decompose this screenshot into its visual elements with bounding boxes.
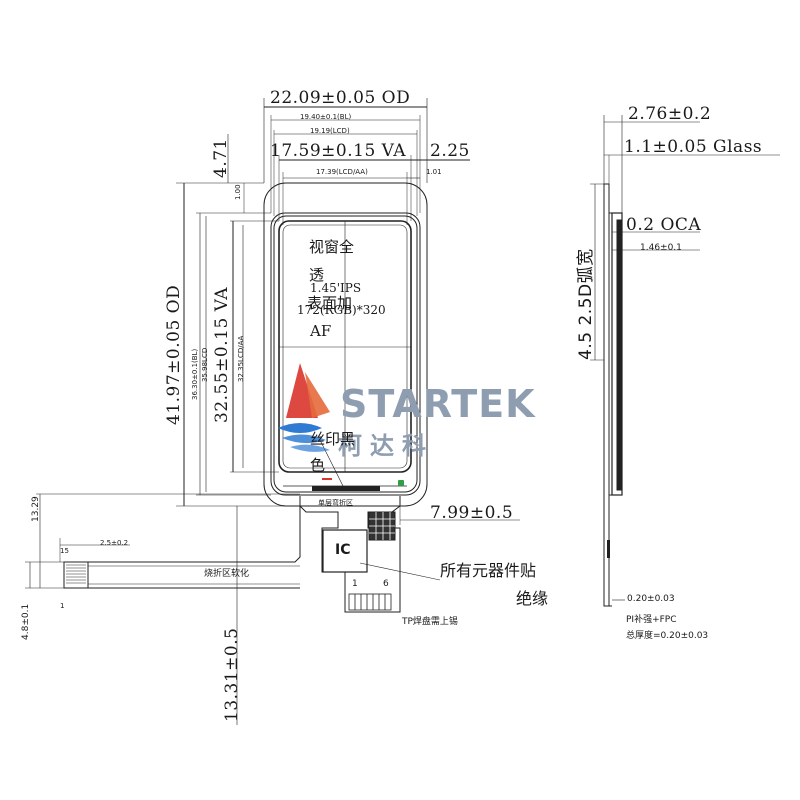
va-height-dim: 32.55±0.15 VA [212, 286, 232, 423]
glass-thickness-dim: 1.1±0.05 Glass [624, 137, 763, 157]
window-note-line3: 表面加 [307, 294, 353, 312]
small-offset-dim: 1.01 [426, 168, 442, 176]
total-thickness-dim: 2.76±0.2 [628, 104, 712, 124]
brand-cn-name: 柯达科 [338, 432, 434, 460]
window-note-line2: 透 [309, 266, 325, 284]
flex-bend-zone: 烧折区软化 [204, 569, 250, 579]
flex-cable [87, 506, 301, 589]
component-note-line2: 绝缘 [516, 589, 549, 608]
tp-note: TP焊盘需上锡 [402, 617, 458, 627]
bonding-strip [312, 486, 380, 491]
pin-1-label: 1 [60, 602, 65, 610]
top-margin-dim: 4.71 [211, 138, 231, 178]
outer-glass-outline [263, 182, 428, 507]
oca-thickness-dim: 0.2 OCA [626, 215, 702, 235]
window-note-line4: AF [310, 322, 332, 340]
lcd-height-dim: 35.98LCD [201, 347, 209, 382]
side-lcd-module [611, 212, 623, 496]
pi-fpc-note: PI补强+FPC [626, 615, 677, 625]
silk-note-line1: 丝印黑 [310, 430, 356, 448]
module-thickness-dim: 1.46±0.1 [640, 243, 682, 253]
connector-width-dim: 4.8±0.1 [21, 603, 31, 640]
connector-pads [63, 561, 89, 589]
ic-label: IC [335, 542, 351, 558]
arc-width-dim: 4.5 2.5D弧宽 [576, 248, 596, 360]
tp-pads [348, 593, 392, 611]
fpc-left-height-dim: 13.29 [31, 496, 41, 522]
aa-height-dim: 32.35LCD/AA [237, 335, 245, 382]
single-fold-zone: 单层弯折区 [318, 499, 353, 507]
panel-size: 1.45'IPS [310, 281, 362, 295]
total-thickness-note: 总厚度=0.20±0.03 [626, 631, 709, 641]
aa-width-dim: 17.39(LCD/AA) [316, 168, 368, 176]
pin-15-label: 15 [60, 547, 69, 555]
right-offset-dim: 2.25 [430, 141, 470, 161]
lcd-width-dim: 19.19(LCD) [310, 127, 350, 135]
brand-name: STARTEK [340, 382, 536, 426]
ic-chip [322, 529, 368, 573]
startek-logo-icon [278, 363, 330, 452]
component-note-line1: 所有元器件贴 [440, 561, 537, 580]
backlight-outline [270, 212, 421, 496]
bl-width-dim: 19.40±0.1(BL) [300, 113, 352, 121]
pin-label-1: 1 [352, 579, 358, 589]
fpc-length-dim: 13.31±0.5 [222, 627, 242, 722]
top-gap-dim: 1.00 [234, 184, 242, 200]
od-height-dim: 41.97±0.05 OD [164, 284, 184, 425]
od-width-dim: 22.09±0.05 OD [270, 88, 411, 108]
va-width-dim: 17.59±0.15 VA [270, 141, 407, 161]
pad-pitch-dim: 2.5±0.2 [100, 539, 129, 547]
pin-label-6: 6 [383, 579, 389, 589]
fpc-width-dim: 7.99±0.5 [430, 503, 514, 523]
bl-height-dim: 36.30±0.1(BL) [191, 348, 199, 400]
brand-watermark: STARTEK 柯达科 [278, 360, 548, 460]
resolution: 172(RGB)*320 [297, 303, 386, 317]
window-note-line1: 视窗全 [309, 238, 355, 256]
side-backlight [616, 219, 622, 491]
silk-note-line2: 色 [310, 456, 326, 474]
stiffener-thickness-dim: 0.20±0.03 [627, 594, 675, 604]
